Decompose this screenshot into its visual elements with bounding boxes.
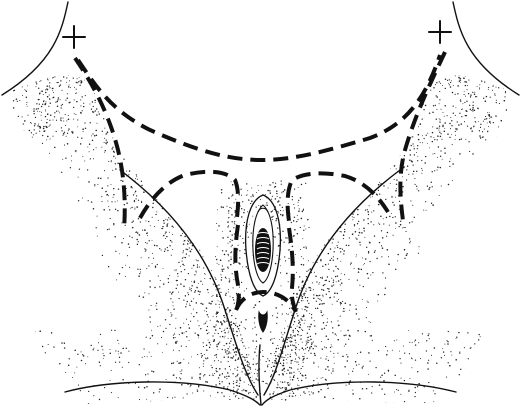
upper-incision-arc <box>78 55 440 160</box>
right-marker-icon <box>429 21 451 43</box>
markers <box>63 21 451 48</box>
left-outer-incision <box>75 58 125 230</box>
right-vulvar-incision <box>289 228 296 312</box>
left-buttock-contour <box>65 382 260 405</box>
gluteal-cleft <box>259 345 261 405</box>
right-buttock-contour <box>262 382 456 405</box>
left-vulvar-incision <box>235 225 238 312</box>
right-outer-incision <box>400 52 445 228</box>
vaginal-opening <box>255 228 271 272</box>
right-thigh-inner-contour <box>264 170 400 395</box>
right-arm-contour <box>453 2 519 95</box>
left-marker-icon <box>63 26 85 48</box>
right-flap-incision <box>288 173 388 228</box>
lower-perineal-incision <box>236 292 296 312</box>
perineum-mark <box>259 312 268 332</box>
left-arm-contour <box>2 2 68 95</box>
left-thigh-shading <box>0 59 260 409</box>
left-flap-incision <box>140 172 238 225</box>
right-thigh-shading <box>261 59 521 409</box>
